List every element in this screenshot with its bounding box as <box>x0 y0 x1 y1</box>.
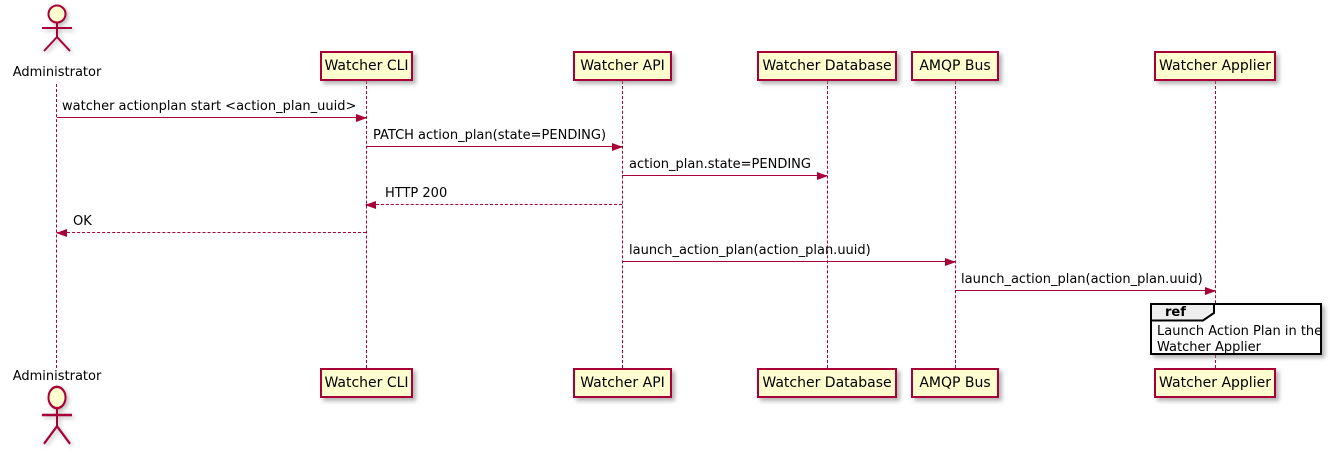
message-label: PATCH action_plan(state=PENDING) <box>373 128 607 143</box>
arrowhead-left-icon <box>56 229 67 237</box>
participant-watcher-database-top: Watcher Database <box>757 51 897 81</box>
participant-label: AMQP Bus <box>919 58 991 74</box>
participant-label: Watcher Database <box>762 58 892 74</box>
message-line <box>366 204 622 205</box>
lifeline-amqp-bus <box>955 81 956 368</box>
message-label: watcher actionplan start <action_plan_uu… <box>62 99 357 114</box>
participant-watcher-api-bottom: Watcher API <box>573 368 672 398</box>
participant-label: Watcher API <box>580 58 665 74</box>
arrowhead-right-icon <box>817 172 828 180</box>
message-line <box>622 175 827 176</box>
message-line <box>366 146 622 147</box>
arrowhead-right-icon <box>356 114 367 122</box>
message-label: HTTP 200 <box>385 186 448 201</box>
message-label: launch_action_plan(action_plan.uuid) <box>961 272 1203 287</box>
ref-fragment: ref Launch Action Plan in the Watcher Ap… <box>1150 303 1322 355</box>
participant-label: Watcher API <box>580 375 665 391</box>
participant-watcher-applier-top: Watcher Applier <box>1154 51 1276 81</box>
participant-label: Watcher CLI <box>324 375 409 391</box>
message-launch-action-plan-amqp: launch_action_plan(action_plan.uuid) <box>622 243 956 266</box>
actor-label-bottom: Administrator <box>12 369 102 384</box>
lifeline-watcher-applier <box>1215 81 1216 368</box>
ref-keyword: ref <box>1165 305 1186 320</box>
participant-label: Watcher Applier <box>1159 58 1271 74</box>
participant-watcher-api-top: Watcher API <box>573 51 672 81</box>
message-line <box>955 290 1215 291</box>
actor-icon <box>42 4 72 52</box>
participant-label: Watcher Database <box>762 375 892 391</box>
ref-tab-icon <box>1150 303 1215 322</box>
lifeline-administrator <box>56 84 57 368</box>
lifeline-watcher-database <box>827 81 828 368</box>
arrowhead-right-icon <box>612 143 623 151</box>
message-label: OK <box>73 214 92 229</box>
actor-icon <box>42 385 72 445</box>
participant-watcher-database-bottom: Watcher Database <box>757 368 897 398</box>
message-label: launch_action_plan(action_plan.uuid) <box>629 243 871 258</box>
participant-label: Watcher Applier <box>1159 375 1271 391</box>
message-line <box>57 117 366 118</box>
arrowhead-right-icon <box>945 258 956 266</box>
message-label: action_plan.state=PENDING <box>629 157 811 172</box>
message-actionplan-start: watcher actionplan start <action_plan_uu… <box>57 99 367 122</box>
ref-text-line: Launch Action Plan in the <box>1157 324 1323 339</box>
ref-text: Launch Action Plan in the Watcher Applie… <box>1157 324 1322 356</box>
message-launch-action-plan-applier: launch_action_plan(action_plan.uuid) <box>955 272 1216 295</box>
participant-amqp-bus-top: AMQP Bus <box>911 51 999 81</box>
participant-watcher-cli-top: Watcher CLI <box>320 51 413 81</box>
message-patch-action-plan: PATCH action_plan(state=PENDING) <box>366 128 623 151</box>
lifeline-watcher-api <box>622 81 623 368</box>
arrowhead-left-icon <box>365 201 376 209</box>
participant-watcher-applier-bottom: Watcher Applier <box>1154 368 1276 398</box>
ref-text-line: Watcher Applier <box>1157 340 1261 355</box>
message-http-200: HTTP 200 <box>365 186 622 209</box>
message-state-pending: action_plan.state=PENDING <box>622 157 828 180</box>
message-line <box>57 232 366 233</box>
participant-label: AMQP Bus <box>919 375 991 391</box>
participant-amqp-bus-bottom: AMQP Bus <box>911 368 999 398</box>
actor-label-top: Administrator <box>12 65 102 80</box>
lifeline-watcher-cli <box>366 81 367 368</box>
participant-label: Watcher CLI <box>324 58 409 74</box>
arrowhead-right-icon <box>1205 287 1216 295</box>
participant-watcher-cli-bottom: Watcher CLI <box>320 368 413 398</box>
message-ok: OK <box>56 214 366 237</box>
message-line <box>622 261 955 262</box>
